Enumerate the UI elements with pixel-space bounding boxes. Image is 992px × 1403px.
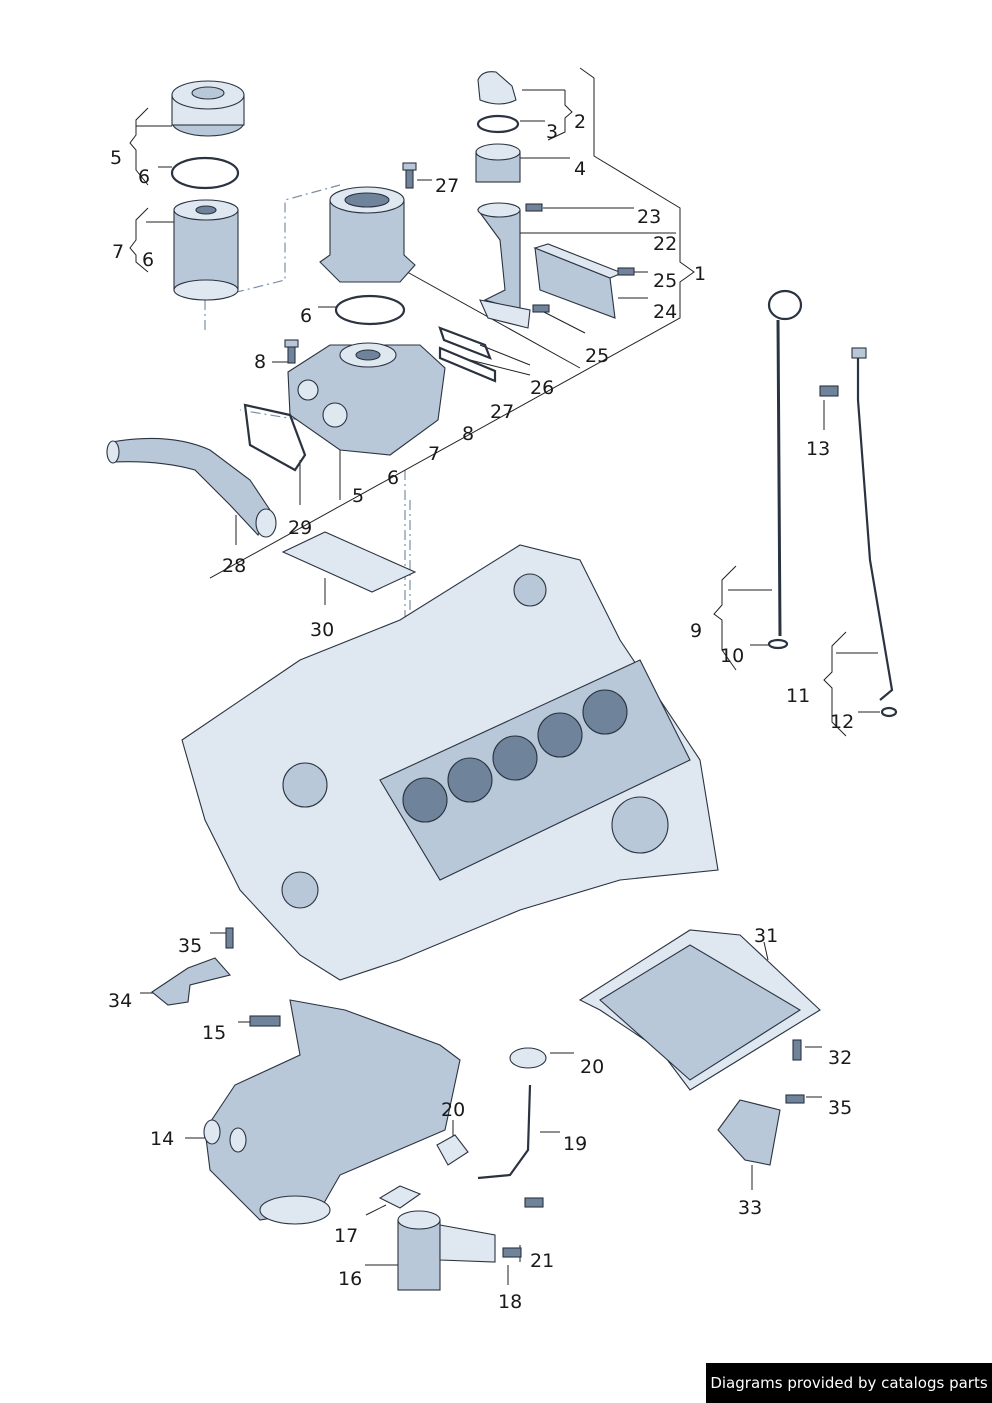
callout-3: 3 [546,121,558,143]
callout-4: 4 [574,158,586,180]
callout-26: 26 [530,377,554,399]
callout-23: 23 [637,206,661,228]
bolt-15 [249,1015,281,1027]
oil-filter-cap [171,80,245,137]
callout-8b: 8 [462,423,474,445]
filter-bracket-housing [287,342,446,456]
callout-6a: 6 [138,166,150,188]
callout-19: 19 [563,1133,587,1155]
oil-cooler [533,243,624,319]
bolt-35b [785,1094,805,1104]
gaskets-26 [438,326,497,383]
oil-filter-element [173,199,239,301]
callout-29: 29 [288,517,312,539]
callout-18: 18 [498,1291,522,1313]
oil-filter-housing [319,186,416,283]
callout-32: 32 [828,1047,852,1069]
gasket-30 [281,531,417,593]
oil-return-pipe-19 [477,1084,532,1180]
callout-15: 15 [202,1022,226,1044]
callout-22: 22 [653,233,677,255]
callout-7b: 7 [428,443,440,465]
bolt-13 [819,385,839,397]
callout-33: 33 [738,1197,762,1219]
oil-strainer-16 [397,1210,496,1291]
callout-20a: 20 [580,1056,604,1078]
callout-25a: 25 [653,270,677,292]
bracket-34 [151,957,232,1006]
gasket-20a [509,1047,547,1069]
callout-9: 9 [690,620,702,642]
callout-20b: 20 [441,1099,465,1121]
coolant-pipe-28 [106,437,277,538]
callout-34: 34 [108,990,132,1012]
bolt-8 [284,339,299,364]
callout-35b: 35 [828,1097,852,1119]
bolt-32 [792,1039,802,1061]
seal-ring [170,156,240,190]
filler-seal-ring [476,114,520,134]
bracket-33 [717,1099,781,1166]
bolt-27 [402,162,417,189]
callout-6b: 6 [142,249,154,271]
oil-pump [203,999,461,1225]
callout-6d: 6 [387,467,399,489]
filler-neck-tube [476,202,531,329]
oil-filler-cap [477,71,517,105]
oil-pan-baffle-31 [578,929,821,1091]
callout-8a: 8 [254,351,266,373]
callout-13: 13 [806,438,830,460]
gasket-29 [243,403,307,472]
seal-12 [880,706,898,718]
dipstick-guide-tube [851,347,894,701]
gasket-20b [436,1134,469,1166]
callout-24: 24 [653,301,677,323]
callout-5a: 5 [110,147,122,169]
callout-6c: 6 [300,305,312,327]
callout-25b: 25 [585,345,609,367]
bolt-21 [502,1197,544,1258]
callout-21: 21 [530,1250,554,1272]
filler-neck-collar [475,143,521,183]
callout-17: 17 [334,1225,358,1247]
bolt-25a [617,267,635,276]
callout-14: 14 [150,1128,174,1150]
callout-11: 11 [786,685,810,707]
callout-16: 16 [338,1268,362,1290]
callout-30: 30 [310,619,334,641]
oil-dipstick [767,289,803,637]
credit-banner: Diagrams provided by catalogs parts [706,1363,992,1403]
callout-1: 1 [694,263,706,285]
cylinder-block [181,544,719,981]
callout-10: 10 [720,645,744,667]
callout-12: 12 [830,711,854,733]
callout-27a: 27 [435,175,459,197]
callout-28: 28 [222,555,246,577]
callout-2: 2 [574,111,586,133]
bolt-23 [525,203,543,212]
bolt-35a [225,927,234,949]
callout-31: 31 [754,925,778,947]
callout-7a: 7 [112,241,124,263]
gasket-17 [378,1185,422,1209]
callout-27b: 27 [490,401,514,423]
dipstick-seal-10 [767,638,789,650]
o-ring-6 [334,294,406,326]
callout-5b: 5 [352,485,364,507]
callout-labels: 1 2 3 4 5 6 7 6 27 23 22 25 24 6 8 25 26… [108,111,854,1313]
callout-35a: 35 [178,935,202,957]
bolt-25b [532,304,550,313]
